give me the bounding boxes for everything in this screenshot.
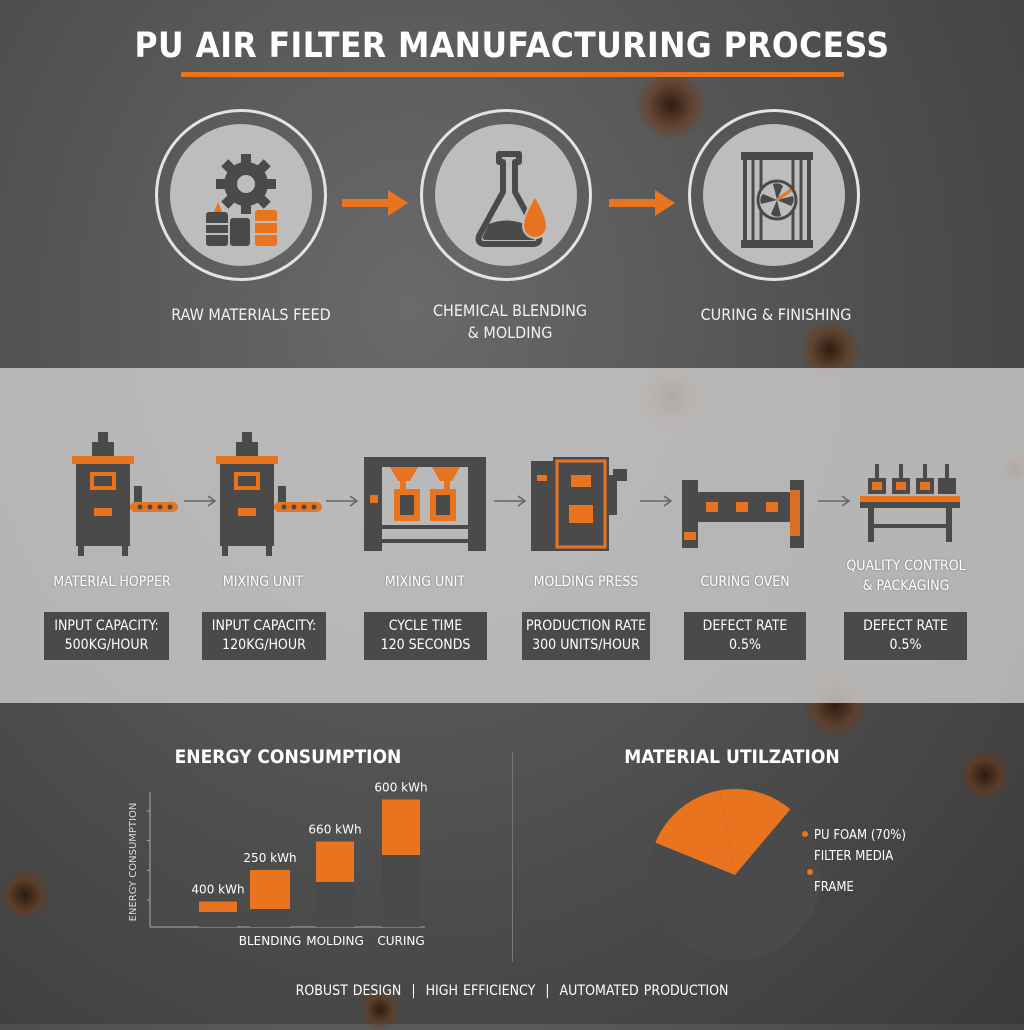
data-label: 400 kWh bbox=[191, 883, 244, 897]
stat-box: INPUT CAPACITY:120KG/HOUR bbox=[202, 612, 326, 660]
bar-segment bbox=[316, 882, 354, 927]
page-title: PU AIR FILTER MANUFACTURING PROCESS bbox=[134, 26, 890, 66]
mold-machine-icon bbox=[364, 457, 486, 551]
stat-box: INPUT CAPACITY:500KG/HOUR bbox=[44, 612, 169, 660]
rust-spot bbox=[636, 70, 706, 140]
arrow-right-icon bbox=[609, 190, 675, 216]
stage-label-curing: CURING & FINISHING bbox=[700, 305, 852, 324]
footer-item: ROBUST DESIGN bbox=[295, 983, 402, 999]
filter-fan-icon bbox=[741, 152, 813, 248]
footer-item: HIGH EFFICIENCY bbox=[425, 983, 536, 999]
energy-bar-chart: ENERGY CONSUMPTION 400 kWh 250 kWhBLENDIN… bbox=[128, 781, 428, 949]
stage-label-blending: CHEMICAL BLENDING & MOLDING bbox=[432, 301, 588, 342]
machine-label: MIXING UNIT bbox=[384, 574, 466, 590]
bar-segment bbox=[199, 912, 237, 927]
legend-dot bbox=[807, 869, 813, 875]
rust-spot bbox=[960, 750, 1010, 800]
machine-label: MIXING UNIT bbox=[222, 574, 304, 590]
bar-segment bbox=[382, 855, 420, 927]
pie-slice bbox=[719, 789, 791, 875]
stage-label-raw-materials: RAW MATERIALS FEED bbox=[171, 305, 331, 324]
rust-spot bbox=[360, 990, 400, 1030]
material-chart-title: MATERIAL UTILZATION bbox=[624, 746, 840, 768]
data-label: 250 kWh bbox=[243, 851, 296, 865]
stage-blending-circle bbox=[420, 109, 592, 281]
stage-curing-circle bbox=[688, 109, 860, 281]
footer-item: AUTOMATED PRODUCTION bbox=[559, 983, 729, 999]
arrow-right-icon bbox=[342, 190, 408, 216]
legend-pu-foam: PU FOAM (70%) bbox=[814, 828, 906, 843]
arrow-right-icon bbox=[640, 495, 673, 507]
legend-filter-media: FILTER MEDIA bbox=[814, 849, 894, 864]
mixer-icon bbox=[216, 432, 322, 556]
title-underline bbox=[181, 72, 844, 77]
energy-chart-title: ENERGY CONSUMPTION bbox=[174, 746, 402, 768]
bar-segment bbox=[382, 799, 420, 855]
oven-icon bbox=[682, 480, 804, 548]
machine-label: MATERIAL HOPPER bbox=[53, 574, 171, 590]
machine-label: MOLDING PRESS bbox=[533, 574, 639, 590]
machine-label: CURING OVEN bbox=[700, 574, 790, 590]
pie-slice bbox=[649, 809, 821, 961]
arrow-right-icon bbox=[818, 495, 851, 507]
data-label: 660 kWh bbox=[308, 823, 361, 837]
pie-slice bbox=[655, 790, 735, 875]
arrow-right-icon bbox=[184, 495, 217, 507]
hopper-icon bbox=[72, 432, 178, 556]
stage-raw-materials-circle bbox=[155, 109, 327, 281]
arrow-right-icon bbox=[494, 495, 527, 507]
flask-icon bbox=[475, 151, 549, 247]
section-divider bbox=[512, 752, 513, 962]
bar-segment bbox=[316, 841, 354, 882]
legend-dot bbox=[802, 831, 808, 837]
machine-label: QUALITY CONTROL& PACKAGING bbox=[846, 558, 966, 594]
material-pie-chart bbox=[649, 789, 821, 961]
footer-taglines: ROBUST DESIGN|HIGH EFFICIENCY|AUTOMATED … bbox=[295, 983, 729, 999]
bar-segment bbox=[199, 901, 237, 912]
y-axis-label: ENERGY CONSUMPTION bbox=[128, 803, 139, 922]
legend-frame: FRAME bbox=[814, 880, 854, 895]
data-label: 600 kWh bbox=[374, 781, 427, 795]
x-tick-label: MOLDING bbox=[306, 934, 364, 948]
bar-segment bbox=[250, 909, 290, 927]
arrow-right-icon bbox=[326, 495, 359, 507]
x-tick-label: CURING bbox=[377, 934, 424, 948]
rust-spot bbox=[0, 870, 50, 920]
qc-table-icon bbox=[860, 464, 960, 542]
gear-barrels-icon bbox=[206, 154, 277, 246]
x-tick-label: BLENDING bbox=[239, 934, 302, 948]
bar-segment bbox=[250, 870, 290, 909]
press-icon bbox=[531, 457, 627, 551]
